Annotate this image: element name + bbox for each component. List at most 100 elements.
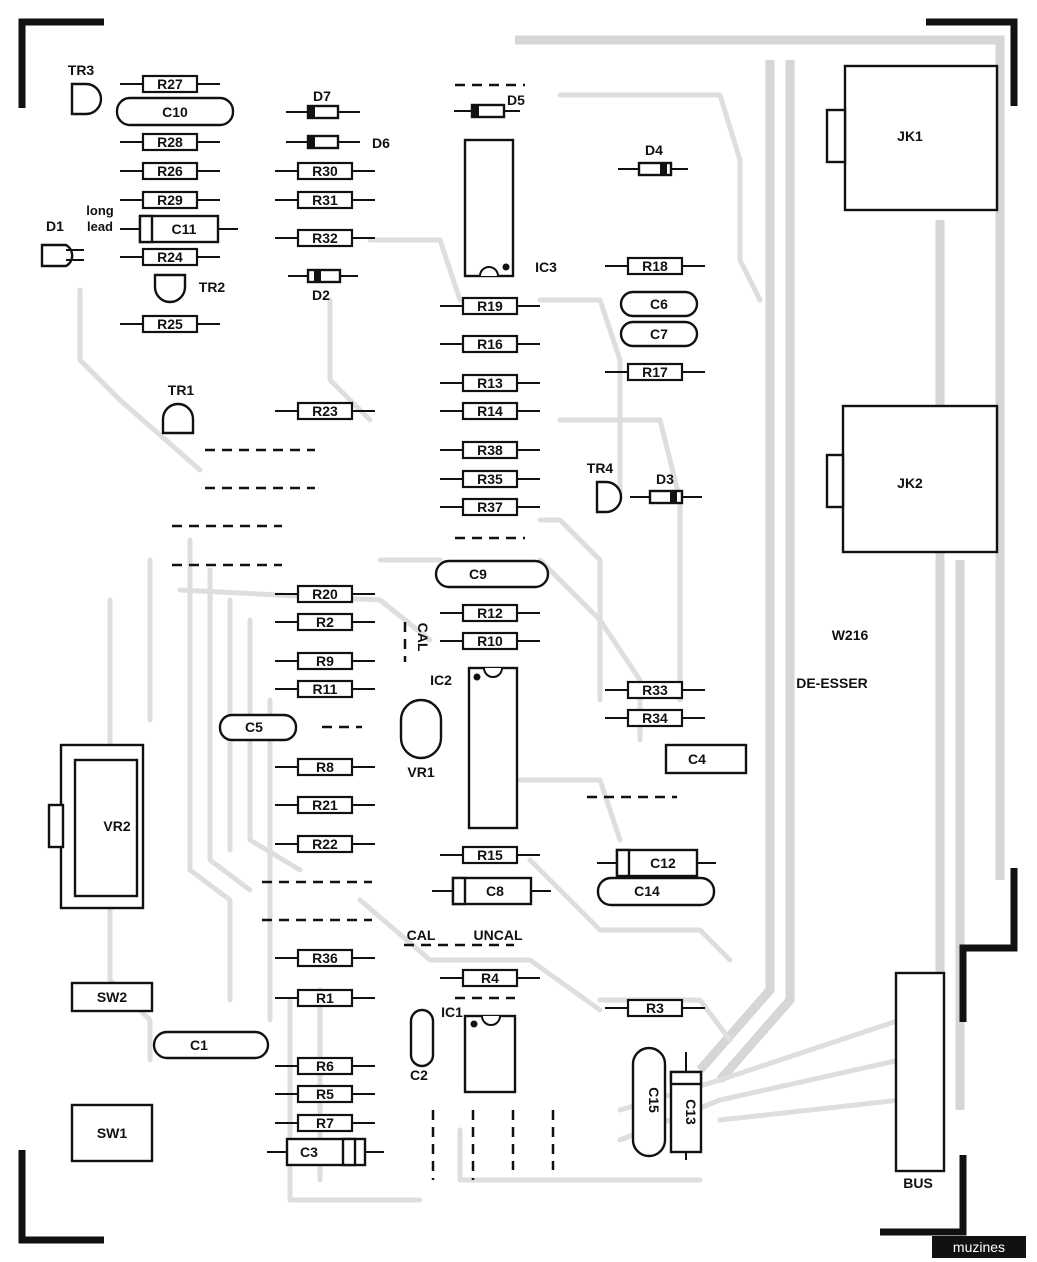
label-VR1: VR1	[407, 764, 434, 780]
label-TR1: TR1	[168, 382, 195, 398]
label-R36: R36	[312, 950, 338, 966]
label-R30: R30	[312, 163, 338, 179]
label-R28: R28	[157, 134, 183, 150]
resistor-R29: R29	[120, 190, 220, 210]
label-TR3: TR3	[68, 62, 95, 78]
resistor-R31: R31	[275, 190, 375, 210]
label-R23: R23	[312, 403, 338, 419]
resistor-R1: R1	[275, 988, 375, 1008]
label-C5: C5	[245, 719, 263, 735]
label-C14: C14	[634, 883, 660, 899]
label-D2: D2	[312, 287, 330, 303]
resistor-R23: R23	[275, 401, 375, 421]
resistor-R28: R28	[120, 132, 220, 152]
label-R18: R18	[642, 258, 668, 274]
label-R9: R9	[316, 653, 334, 669]
resistor-R32: R32	[275, 228, 375, 248]
resistor-R26: R26	[120, 161, 220, 181]
label-R5: R5	[316, 1086, 334, 1102]
resistor-R15: R15	[440, 845, 540, 865]
label-R31: R31	[312, 192, 338, 208]
resistor-R37: R37	[440, 497, 540, 517]
label-R29: R29	[157, 192, 183, 208]
resistor-R19: R19	[440, 296, 540, 316]
label-TR2: TR2	[199, 279, 226, 295]
label-TR4: TR4	[587, 460, 614, 476]
long-lead-note-2: lead	[87, 219, 113, 234]
label-C13: C13	[683, 1099, 699, 1125]
label-R21: R21	[312, 797, 338, 813]
label-R14: R14	[477, 403, 503, 419]
label-R16: R16	[477, 336, 503, 352]
resistor-R38: R38	[440, 440, 540, 460]
resistor-R20: R20	[275, 584, 375, 604]
label-C3: C3	[300, 1144, 318, 1160]
label-R2: R2	[316, 614, 334, 630]
board-name: DE-ESSER	[796, 675, 868, 691]
label-R8: R8	[316, 759, 334, 775]
resistor-R21: R21	[275, 795, 375, 815]
diodes	[40, 103, 702, 505]
label-R26: R26	[157, 163, 183, 179]
uncal-label: UNCAL	[474, 927, 523, 943]
label-SW1: SW1	[97, 1125, 128, 1141]
resistor-R18: R18	[605, 256, 705, 276]
resistor-R4: R4	[440, 968, 540, 988]
long-lead-note-1: long	[86, 203, 113, 218]
label-VR2: VR2	[103, 818, 130, 834]
label-C6: C6	[650, 296, 668, 312]
label-R22: R22	[312, 836, 338, 852]
resistor-R16: R16	[440, 334, 540, 354]
resistor-R10: R10	[440, 631, 540, 651]
cal-vertical-label: CAL	[415, 623, 431, 652]
label-R25: R25	[157, 316, 183, 332]
label-R19: R19	[477, 298, 503, 314]
crop-marks	[18, 18, 1018, 1244]
label-JK1: JK1	[897, 128, 923, 144]
watermark-badge: muzines	[932, 1236, 1026, 1258]
capacitors	[115, 96, 748, 1167]
label-C2: C2	[410, 1067, 428, 1083]
resistor-R5: R5	[275, 1084, 375, 1104]
label-R24: R24	[157, 249, 183, 265]
wire-links	[172, 83, 677, 1180]
component-labels: C10 C11 C6 C7 C9 C5 C4 C12 C14 C8 C1 C2 …	[46, 62, 933, 1191]
resistor-R36: R36	[275, 948, 375, 968]
label-R17: R17	[642, 364, 668, 380]
label-R33: R33	[642, 682, 668, 698]
label-D1: D1	[46, 218, 64, 234]
label-R37: R37	[477, 499, 503, 515]
label-C12: C12	[650, 855, 676, 871]
transistors	[70, 82, 623, 514]
resistor-R2: R2	[275, 612, 375, 632]
resistor-R33: R33	[605, 680, 705, 700]
resistor-R12: R12	[440, 603, 540, 623]
label-R10: R10	[477, 633, 503, 649]
label-R15: R15	[477, 847, 503, 863]
label-R20: R20	[312, 586, 338, 602]
copper-traces	[77, 35, 1005, 1203]
label-C8: C8	[486, 883, 504, 899]
label-D5: D5	[507, 92, 525, 108]
integrated-circuits	[463, 138, 519, 1094]
label-R1: R1	[316, 990, 334, 1006]
label-R32: R32	[312, 230, 338, 246]
label-C11: C11	[172, 221, 197, 237]
resistor-R35: R35	[440, 469, 540, 489]
label-C1: C1	[190, 1037, 208, 1053]
label-D3: D3	[656, 471, 674, 487]
label-R38: R38	[477, 442, 503, 458]
resistor-R7: R7	[275, 1113, 375, 1133]
resistor-R13: R13	[440, 373, 540, 393]
resistor-R22: R22	[275, 834, 375, 854]
label-R13: R13	[477, 375, 503, 391]
bus-label: BUS	[903, 1175, 933, 1191]
resistor-R6: R6	[275, 1056, 375, 1076]
board-code: W216	[832, 627, 869, 643]
label-SW2: SW2	[97, 989, 128, 1005]
label-R12: R12	[477, 605, 503, 621]
label-R6: R6	[316, 1058, 334, 1074]
label-R34: R34	[642, 710, 668, 726]
resistor-R17: R17	[605, 362, 705, 382]
